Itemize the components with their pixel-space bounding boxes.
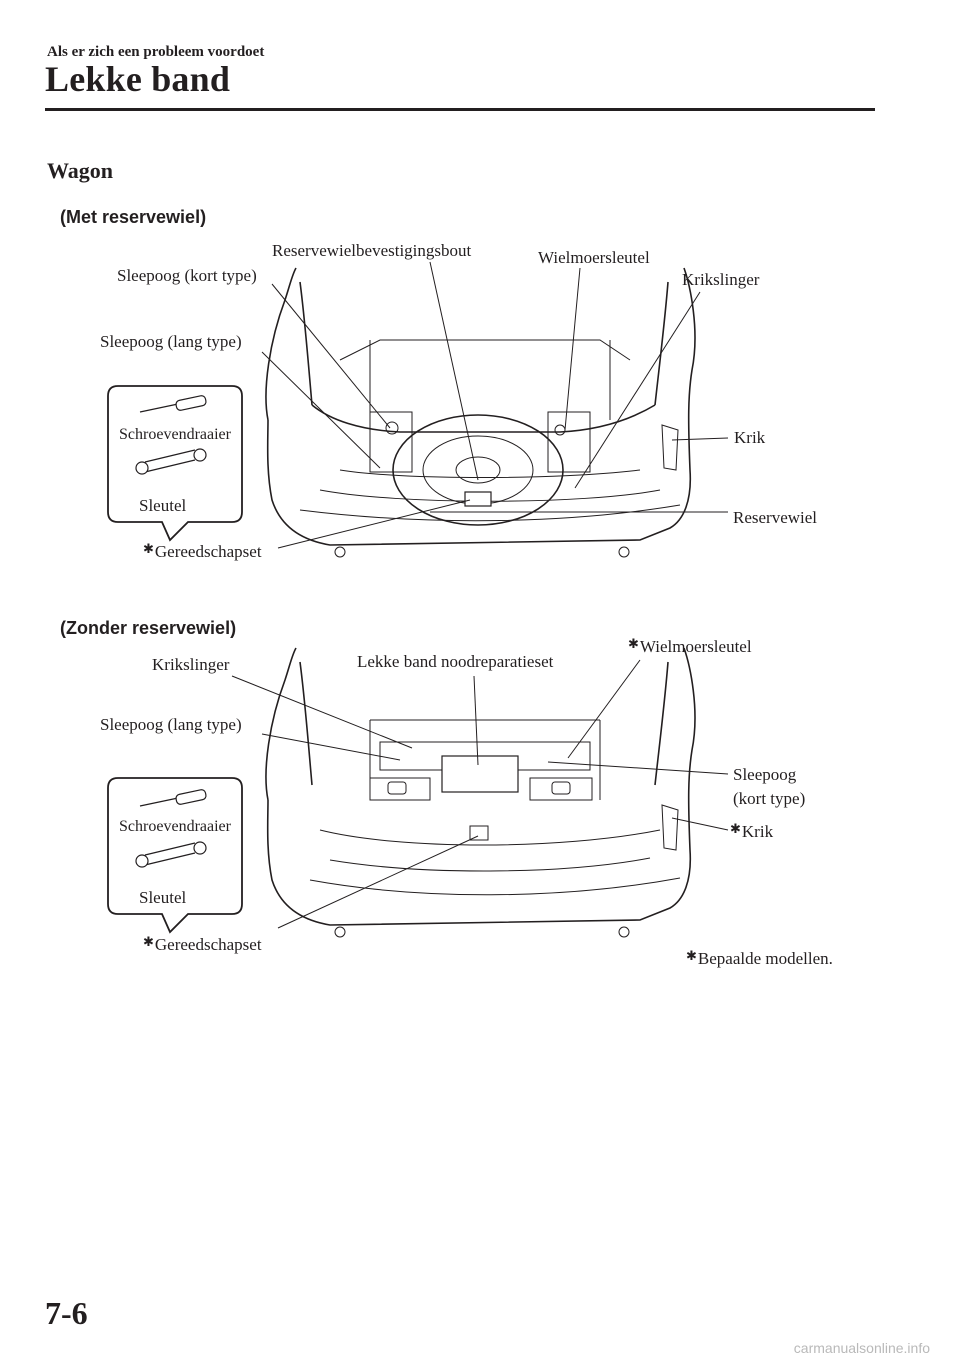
label-sleepoog-kort-2b: (kort type) bbox=[733, 789, 806, 808]
label-reservewiel: Reservewiel bbox=[733, 508, 818, 527]
label-sleepoog-kort-2a: Sleepoog bbox=[733, 765, 797, 784]
label-wielmoersleutel: Wielmoersleutel bbox=[538, 248, 650, 267]
label-sleutel: Sleutel bbox=[139, 496, 187, 515]
label-krikslinger-2: Krikslinger bbox=[152, 655, 230, 674]
label-noodreparatieset: Lekke band noodreparatieset bbox=[357, 652, 554, 671]
label-sleutel-2: Sleutel bbox=[139, 888, 187, 907]
asterisk-icon: ✱ bbox=[730, 821, 741, 836]
page-title: Lekke band bbox=[45, 59, 231, 99]
asterisk-icon: ✱ bbox=[686, 948, 697, 963]
screwdriver-icon bbox=[139, 395, 207, 413]
page-number: 7-6 bbox=[45, 1295, 88, 1331]
label-sleepoog-lang: Sleepoog (lang type) bbox=[100, 332, 242, 351]
screwdriver-icon bbox=[139, 789, 207, 807]
wrench-icon bbox=[135, 448, 207, 475]
label-sleepoog-kort: Sleepoog (kort type) bbox=[117, 266, 257, 285]
label-krik-2: ✱Krik bbox=[730, 821, 774, 841]
label-gereedschapset-2: ✱Gereedschapset bbox=[143, 934, 262, 954]
label-wielmoersleutel-2: ✱Wielmoersleutel bbox=[628, 636, 752, 656]
asterisk-icon: ✱ bbox=[143, 541, 154, 556]
figure2-heading: (Zonder reservewiel) bbox=[60, 618, 237, 638]
label-krikslinger: Krikslinger bbox=[682, 270, 760, 289]
car-with-spare-illustration bbox=[107, 261, 729, 558]
label-schroevendraaier: Schroevendraaier bbox=[119, 426, 231, 443]
label-krik: Krik bbox=[734, 428, 766, 447]
watermark: carmanualsonline.info bbox=[793, 1340, 930, 1356]
label-schroevendraaier-2: Schroevendraaier bbox=[119, 818, 231, 835]
section-kicker: Als er zich een probleem voordoet bbox=[47, 44, 265, 60]
label-reservewielbevestigingsbout: Reservewielbevestigingsbout bbox=[272, 241, 472, 260]
figure1-heading: (Met reservewiel) bbox=[60, 207, 207, 227]
asterisk-icon: ✱ bbox=[143, 934, 154, 949]
footnote: ✱Bepaalde modellen. bbox=[686, 948, 833, 968]
car-without-spare-illustration bbox=[107, 647, 729, 938]
wrench-icon bbox=[135, 841, 207, 868]
subsection-heading: Wagon bbox=[47, 158, 114, 183]
label-sleepoog-lang-2: Sleepoog (lang type) bbox=[100, 715, 242, 734]
title-divider bbox=[45, 108, 875, 111]
asterisk-icon: ✱ bbox=[628, 636, 639, 651]
label-gereedschapset: ✱Gereedschapset bbox=[143, 541, 262, 561]
